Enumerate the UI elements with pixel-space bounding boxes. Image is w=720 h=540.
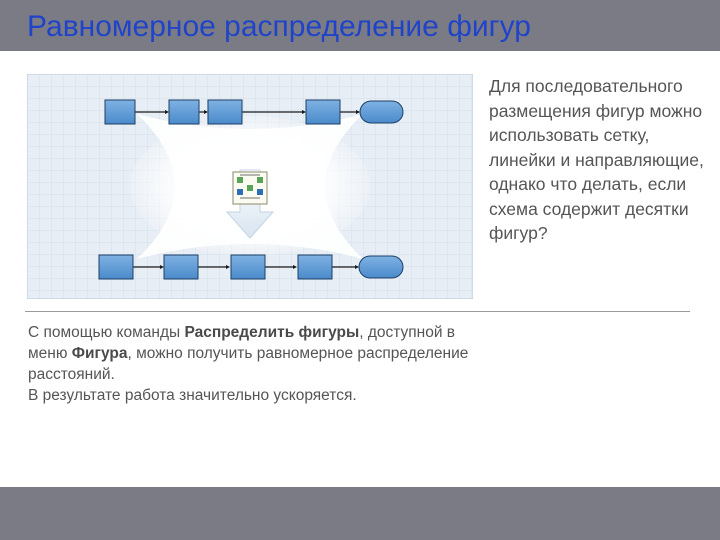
page-title: Равномерное распределение фигур xyxy=(27,10,531,43)
process-shape xyxy=(163,254,199,280)
distribute-illustration xyxy=(27,74,473,299)
process-shape xyxy=(98,254,134,280)
bottom-row-shapes xyxy=(98,254,404,280)
process-shape xyxy=(104,99,136,125)
divider xyxy=(25,311,690,312)
top-row-shapes xyxy=(104,99,404,125)
caption-part1: С помощью команды xyxy=(28,324,185,341)
caption-text: С помощью команды Распределить фигуры, д… xyxy=(28,322,488,406)
process-shape xyxy=(230,254,266,280)
footer-bar xyxy=(0,487,720,540)
process-shape xyxy=(305,99,341,125)
caption-line2: В результате работа значительно ускоряет… xyxy=(28,387,357,404)
caption-part3: , можно получить равномерное распределен… xyxy=(28,345,469,383)
caption-part2: , доступной в меню xyxy=(28,324,456,362)
process-shape xyxy=(168,99,200,125)
terminator-shape xyxy=(358,255,404,279)
process-shape xyxy=(297,254,333,280)
side-description: Для последовательного размещения фигур м… xyxy=(489,76,704,243)
header-bar xyxy=(0,0,720,51)
process-shape xyxy=(207,99,243,125)
command-name: Распределить фигуры xyxy=(184,324,360,341)
terminator-shape xyxy=(359,100,404,124)
menu-name: Фигура xyxy=(71,345,128,362)
distribute-shapes-icon xyxy=(232,171,268,205)
